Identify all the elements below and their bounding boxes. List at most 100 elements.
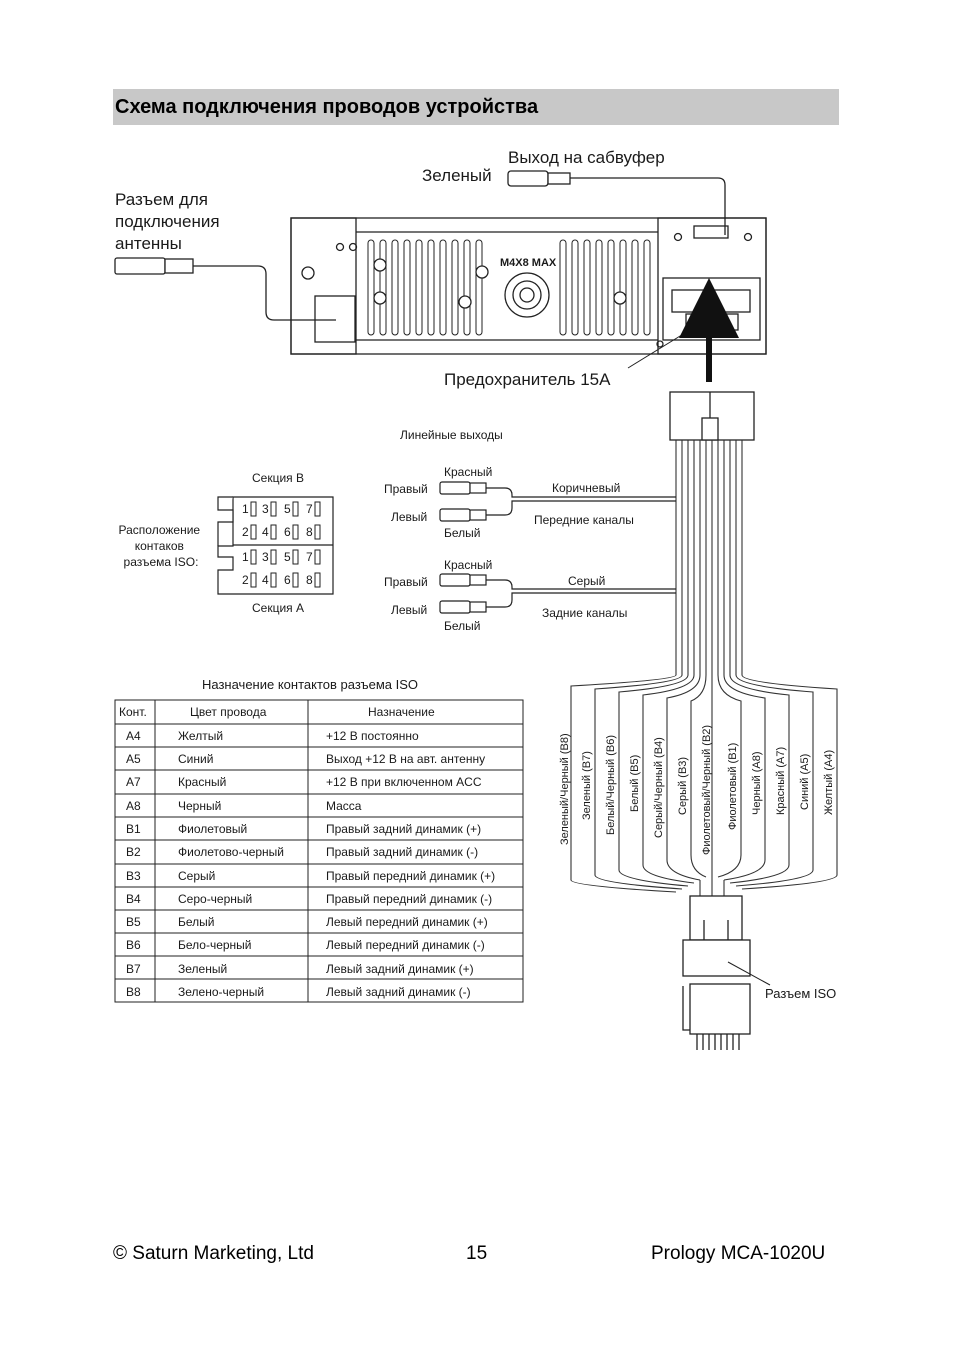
svg-text:B5: B5 bbox=[126, 915, 141, 929]
svg-text:Левый: Левый bbox=[391, 603, 427, 617]
harness-bottom bbox=[699, 877, 725, 896]
svg-text:B8: B8 bbox=[126, 985, 141, 999]
wire-label-b5: Белый (B5) bbox=[629, 755, 641, 812]
wire-label-a5: Синий (A5) bbox=[799, 754, 811, 810]
svg-text:8: 8 bbox=[306, 573, 313, 587]
svg-text:5: 5 bbox=[284, 502, 291, 516]
wire-label-b4: Серый/Черный (B4) bbox=[653, 737, 665, 838]
heatsink-fins bbox=[367, 239, 651, 336]
svg-text:Серый: Серый bbox=[568, 574, 605, 588]
section-title: Схема подключения проводов устройства bbox=[115, 96, 539, 118]
svg-text:Левый задний динамик (-): Левый задний динамик (-) bbox=[326, 985, 471, 999]
svg-text:7: 7 bbox=[306, 502, 313, 516]
subwoofer-green-label: Зеленый bbox=[422, 166, 492, 185]
svg-text:1: 1 bbox=[242, 550, 249, 564]
svg-text:Левый передний динамик (+): Левый передний динамик (+) bbox=[326, 915, 488, 929]
footer-model: Prology MCA-1020U bbox=[651, 1243, 826, 1264]
svg-text:6: 6 bbox=[284, 573, 291, 587]
svg-text:Бело-черный: Бело-черный bbox=[178, 938, 252, 952]
wire-label-b1: Фиолетовый (B1) bbox=[727, 743, 739, 830]
svg-text:Зеленый: Зеленый bbox=[178, 962, 227, 976]
svg-text:+12 В постоянно: +12 В постоянно bbox=[326, 729, 419, 743]
iso-pin-layout: Секция B Секция A Расположение контаков … bbox=[119, 471, 334, 615]
svg-text:A8: A8 bbox=[126, 799, 141, 813]
svg-text:B6: B6 bbox=[126, 938, 141, 952]
svg-text:B4: B4 bbox=[126, 892, 141, 906]
iso-pins-section-a: 1 3 5 7 2 4 6 8 bbox=[242, 550, 313, 587]
svg-text:Белый: Белый bbox=[178, 915, 214, 929]
svg-text:Фиолетовый: Фиолетовый bbox=[178, 822, 247, 836]
pin-table: Конт. Цвет провода Назначение A4 Желтый +1… bbox=[114, 699, 524, 1003]
svg-text:2: 2 bbox=[242, 573, 249, 587]
rear-rca-group: Красный Правый Левый Белый Серый Задние … bbox=[384, 558, 676, 633]
harness-top-connector bbox=[669, 391, 755, 441]
svg-text:B7: B7 bbox=[126, 962, 141, 976]
pin-table-title: Назначение контактов разъема ISO bbox=[202, 677, 418, 692]
line-outputs-title: Линейные выходы bbox=[400, 428, 503, 442]
svg-text:Серо-черный: Серо-черный bbox=[178, 892, 252, 906]
svg-text:Белый: Белый bbox=[444, 619, 480, 633]
svg-text:Белый: Белый bbox=[444, 526, 480, 540]
svg-text:Задние каналы: Задние каналы bbox=[542, 606, 627, 620]
svg-text:Правый передний динамик (-): Правый передний динамик (-) bbox=[326, 892, 492, 906]
wire-label-b2: Фиолетовый/Черный (B2) bbox=[701, 725, 713, 855]
svg-text:Левый: Левый bbox=[391, 510, 427, 524]
svg-text:Выход +12 В на авт. антенну: Выход +12 В на авт. антенну bbox=[326, 752, 485, 766]
section-title-bar: Схема подключения проводов устройства bbox=[113, 89, 839, 125]
svg-text:Левый передний динамик (-): Левый передний динамик (-) bbox=[326, 938, 485, 952]
wire-label-a4: Желтый (A4) bbox=[823, 750, 835, 815]
footer-page-number: 15 bbox=[466, 1243, 488, 1264]
svg-text:Желтый: Желтый bbox=[178, 729, 223, 743]
svg-text:5: 5 bbox=[284, 550, 291, 564]
wire-label-b7: Зеленый (B7) bbox=[581, 751, 593, 820]
svg-text:+12 В при включенном ACC: +12 В при включенном ACC bbox=[326, 775, 482, 789]
svg-text:Правый: Правый bbox=[384, 482, 428, 496]
iso-connector-leader bbox=[727, 961, 771, 986]
svg-text:B3: B3 bbox=[126, 869, 141, 883]
iso-pins-section-b: 1 3 5 7 2 4 6 8 bbox=[242, 502, 313, 539]
pin-table-header: Конт. Цвет провода Назначение bbox=[119, 705, 435, 719]
iso-connector-label: Разъем ISO bbox=[765, 986, 836, 1001]
wire-label-a8: Черный (A8) bbox=[751, 751, 763, 815]
svg-text:Левый задний динамик (+): Левый задний динамик (+) bbox=[326, 962, 474, 976]
svg-text:Красный: Красный bbox=[444, 465, 492, 479]
svg-text:Красный: Красный bbox=[444, 558, 492, 572]
svg-text:Цвет провода: Цвет провода bbox=[190, 705, 267, 719]
pin-table-rows: A4 Желтый +12 В постоянно A5 Синий Выход +12… bbox=[126, 729, 495, 999]
svg-text:3: 3 bbox=[262, 502, 269, 516]
svg-text:Фиолетово-черный: Фиолетово-черный bbox=[178, 845, 284, 859]
svg-text:Синий: Синий bbox=[178, 752, 213, 766]
harness-loops bbox=[570, 674, 838, 893]
svg-text:Зелено-черный: Зелено-черный bbox=[178, 985, 264, 999]
section-b-label: Секция B bbox=[252, 471, 304, 485]
svg-text:B2: B2 bbox=[126, 845, 141, 859]
head-unit bbox=[290, 217, 767, 355]
head-unit-model: M4X8 MAX bbox=[500, 257, 557, 269]
svg-text:Коричневый: Коричневый bbox=[552, 481, 620, 495]
section-a-label: Секция A bbox=[252, 601, 304, 615]
svg-text:Серый: Серый bbox=[178, 869, 215, 883]
svg-text:Правый задний динамик (+): Правый задний динамик (+) bbox=[326, 822, 481, 836]
svg-text:A5: A5 bbox=[126, 752, 141, 766]
svg-text:Правый: Правый bbox=[384, 575, 428, 589]
subwoofer-cable bbox=[507, 170, 726, 235]
subwoofer-label: Выход на сабвуфер bbox=[508, 148, 665, 167]
svg-text:6: 6 bbox=[284, 525, 291, 539]
antenna-cable bbox=[114, 257, 336, 321]
svg-text:Правый задний динамик (-): Правый задний динамик (-) bbox=[326, 845, 478, 859]
wire-label-b6: Белый/Черный (B6) bbox=[605, 735, 617, 835]
svg-text:Назначение: Назначение bbox=[368, 705, 435, 719]
harness-trunk bbox=[675, 440, 743, 675]
svg-text:A7: A7 bbox=[126, 775, 141, 789]
fuse-label: Предохранитель 15А bbox=[444, 370, 611, 389]
antenna-label: Разъем для подключения антенны bbox=[115, 190, 224, 253]
iso-layout-caption: Расположение контаков разъема ISO: bbox=[119, 523, 204, 569]
svg-text:Правый передний динамик (+): Правый передний динамик (+) bbox=[326, 869, 495, 883]
wire-label-b8: Зеленый/Черный (B8) bbox=[559, 733, 571, 845]
svg-text:4: 4 bbox=[262, 525, 269, 539]
svg-text:8: 8 bbox=[306, 525, 313, 539]
wire-label-b3: Серый (B3) bbox=[677, 757, 689, 815]
svg-text:A4: A4 bbox=[126, 729, 141, 743]
svg-text:Передние каналы: Передние каналы bbox=[534, 513, 634, 527]
